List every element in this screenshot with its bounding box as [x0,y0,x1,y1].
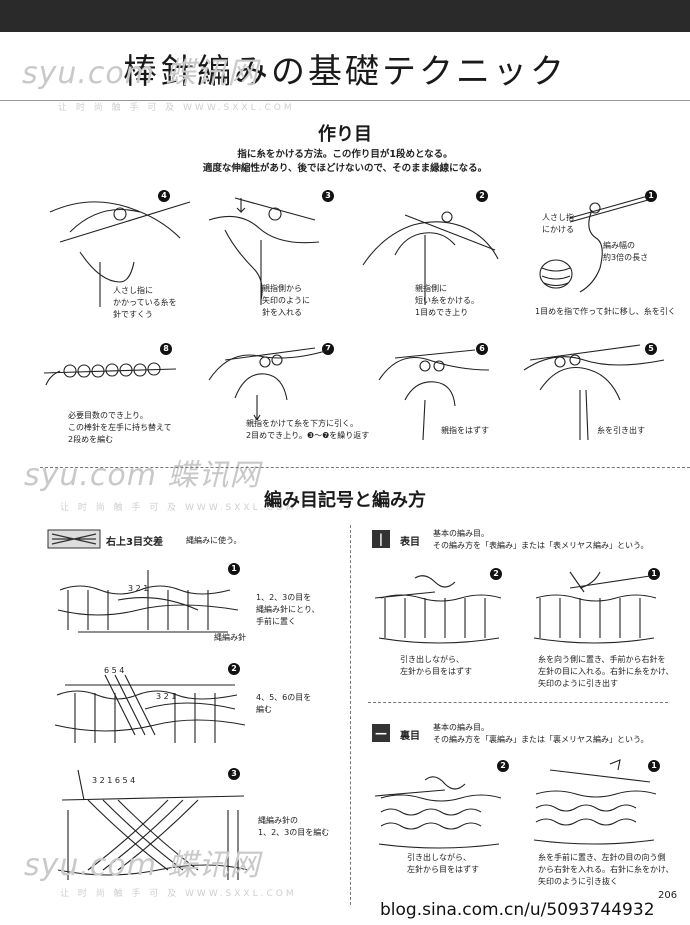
cable-step2-stitch-labels-mid: 3 2 1 [156,692,177,701]
cast-on-step8-illustration [43,362,177,386]
step-number-7: 7 [322,343,334,355]
step-number-3: 3 [322,190,334,202]
watermark-logo: syu.com 蝶讯网 [24,458,261,493]
step-number-6: 6 [476,343,488,355]
cast-on-step1-illustration [539,195,649,293]
cable-title: 右上3目交差 [106,537,163,548]
cable-step3-illustration [57,769,249,880]
cable-step-number-3: 3 [228,768,240,780]
watermark-sub: 让 时 尚 触 手 可 及 WWW.SXXL.COM [60,503,297,513]
cable-step2-caption: 4、5、6の目を 編む [256,693,312,714]
cable-step3-stitch-labels: 3 2 1 6 5 4 [92,776,136,785]
step8-caption: 必要目数のでき上り。 この棒針を左手に持ち替えて 2段めを編む [68,411,172,444]
watermark-sub: 让 时 尚 触 手 可 及 WWW.SXXL.COM [58,103,295,113]
symbols-heading: 編み目記号と編み方 [264,490,426,511]
purl-step2-illustration [374,776,502,849]
knit-step2-caption: 引き出しながら、 左針から目をはずす [400,655,472,676]
top-bar [0,0,690,32]
cable-step2-stitch-labels-top: 6 5 4 [104,666,125,675]
section-separator [40,467,690,468]
cable-needle-label: 縄編み針 [214,633,246,642]
cast-on-step5-illustration [523,344,665,441]
cable-step1-illustration [57,570,239,633]
step-number-4: 4 [158,190,170,202]
knit-step1-illustration [533,571,657,644]
knit-title: 表目 [400,537,420,548]
purl-desc-1: 基本の編み目。 [433,723,489,732]
step2-caption: 親指側に 短い糸をかける。 1目めでき上り [415,284,479,317]
cast-on-intro-2: 適度な伸縮性があり、後でほどけないので、そのまま縁線になる。 [202,163,488,174]
cable-step3-caption: 縄編み針の 1、2、3の目を編む [258,816,330,837]
knit-purl-separator [368,702,668,703]
knit-step-number-1: 1 [648,568,660,580]
watermark-sub: 让 时 尚 触 手 可 及 WWW.SXXL.COM [60,889,297,899]
cable-step-number-2: 2 [228,663,240,675]
purl-title: 裏目 [400,731,420,742]
purl-symbol: — [372,724,390,742]
step5-caption: 糸を引き出す [597,426,645,435]
purl-step2-caption: 引き出しながら、 左針から目をはずす [407,853,479,874]
purl-desc-2: その編み方を「裏編み」または「裏メリヤス編み」という。 [433,735,649,744]
step4-caption: 人さし指に かかっている糸を 針ですくう [113,286,177,319]
step-number-8: 8 [160,343,172,355]
cable-step-number-1: 1 [228,563,240,575]
page-number: 206 [658,890,678,901]
cast-on-step6-illustration [378,349,490,441]
step-number-1: 1 [645,190,657,202]
step1-caption: 1目めを指で作って針に移し、糸を引く [535,307,676,316]
cable-step1-caption: 1、2、3の目を 縄編み針にとり、 手前に置く [256,593,320,626]
step-number-5: 5 [645,343,657,355]
purl-step1-caption: 糸を手前に置き、左針の目の向う側 から右針を入れる。右針に糸をかけ、 矢印のよう… [538,853,674,886]
step-number-2: 2 [476,190,488,202]
cast-on-heading: 作り目 [318,124,372,145]
knit-step1-caption: 糸を向う側に置き、手前から右針を 左針の目に入れる。右針に糸をかけ、 矢印のよう… [538,655,674,688]
knit-desc-2: その編み方を「表編み」または「表メリヤス編み」という。 [433,541,649,550]
column-divider [350,525,351,905]
knit-desc-1: 基本の編み目。 [433,529,489,538]
knit-step2-illustration [374,575,502,644]
knit-step-number-2: 2 [490,568,502,580]
step7-caption: 親指をかけて糸を下方に引く。 2目めでき上り。❸〜❼を繰り返す [246,419,370,440]
purl-step-number-1: 1 [648,760,660,772]
step6-caption: 親指をはずす [441,426,489,435]
step1-note-a: 人さし指 にかける [542,213,574,234]
watermark-logo: syu.com 蝶讯网 [22,56,259,91]
purl-step-number-2: 2 [497,760,509,772]
cast-on-step2-illustration [362,211,499,305]
watermark-logo: syu.com 蝶讯网 [24,848,261,883]
cable-symbol [47,529,101,549]
cable-step1-stitch-labels: 3 2 1 [128,584,149,593]
cast-on-step7-illustration [208,347,330,421]
cable-step2-illustration [54,674,246,743]
cable-note: 縄編みに使う。 [186,536,242,545]
title-rule [0,100,690,101]
purl-step1-illustration [533,759,657,845]
cast-on-intro-1: 指に糸をかける方法。この作り目が1段めとなる。 [237,149,453,160]
page-title: 棒針編みの基礎テクニック [123,52,567,92]
cast-on-step3-illustration [208,197,320,305]
step1-note-b: 編み幅の 約3倍の長さ [603,241,649,262]
step3-caption: 親指側から 矢印のように 針を入れる [262,284,310,317]
blog-url[interactable]: blog.sina.com.cn/u/5093744932 [380,900,655,920]
cast-on-step4-illustration [49,201,191,307]
knit-symbol: | [372,530,390,548]
